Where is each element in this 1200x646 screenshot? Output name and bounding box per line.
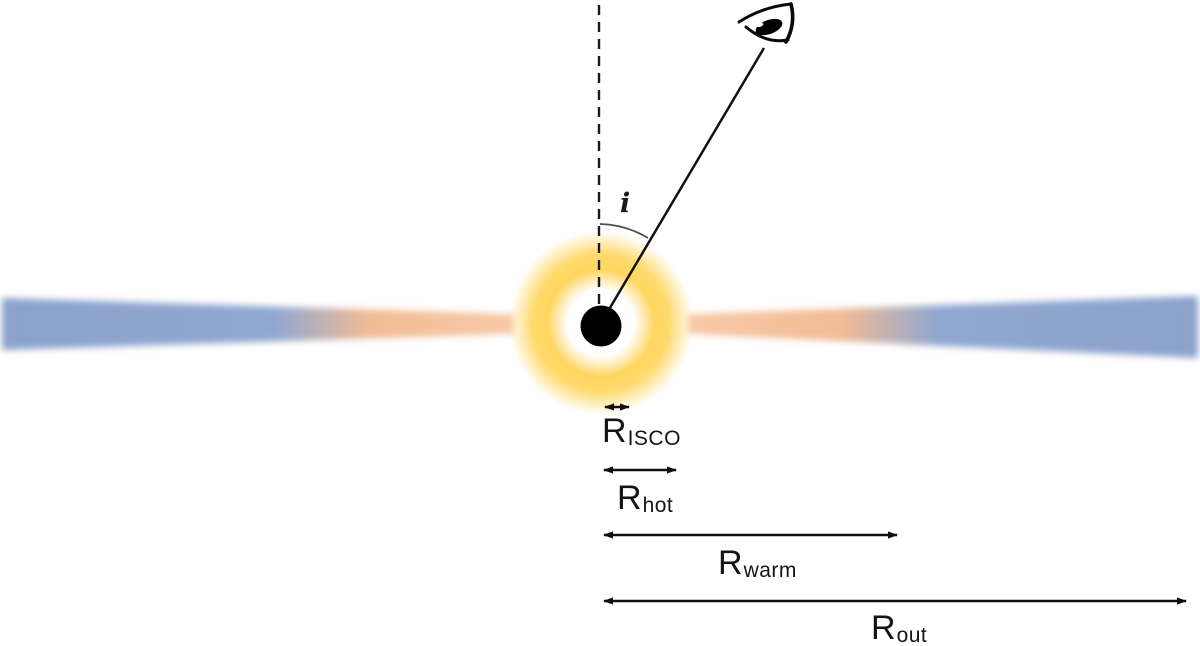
inclination-angle-arc [599, 223, 649, 239]
r-warm-subscript: warm [743, 559, 797, 582]
r-hot-base: R [617, 479, 642, 517]
r-isco-base: R [602, 412, 627, 450]
black-hole [580, 305, 622, 347]
r-out-label: R out [871, 609, 928, 646]
r-warm-label: R warm [718, 544, 797, 582]
r-warm-base: R [718, 544, 743, 582]
eye-pupil [755, 18, 783, 36]
eye-highlight [756, 22, 764, 28]
r-hot-label: R hot [617, 479, 674, 517]
accretion-disc-right [688, 296, 1198, 358]
r-hot-subscript: hot [642, 494, 674, 517]
inclination-angle-label: i [620, 188, 631, 219]
r-out-base: R [871, 609, 896, 646]
accretion-disc-left [2, 298, 514, 350]
r-isco-label: R ISCO [602, 412, 681, 450]
r-isco-subscript: ISCO [627, 427, 681, 450]
line-of-sight [599, 47, 766, 324]
observer-eye-icon [737, 2, 795, 44]
r-out-subscript: out [896, 624, 928, 646]
